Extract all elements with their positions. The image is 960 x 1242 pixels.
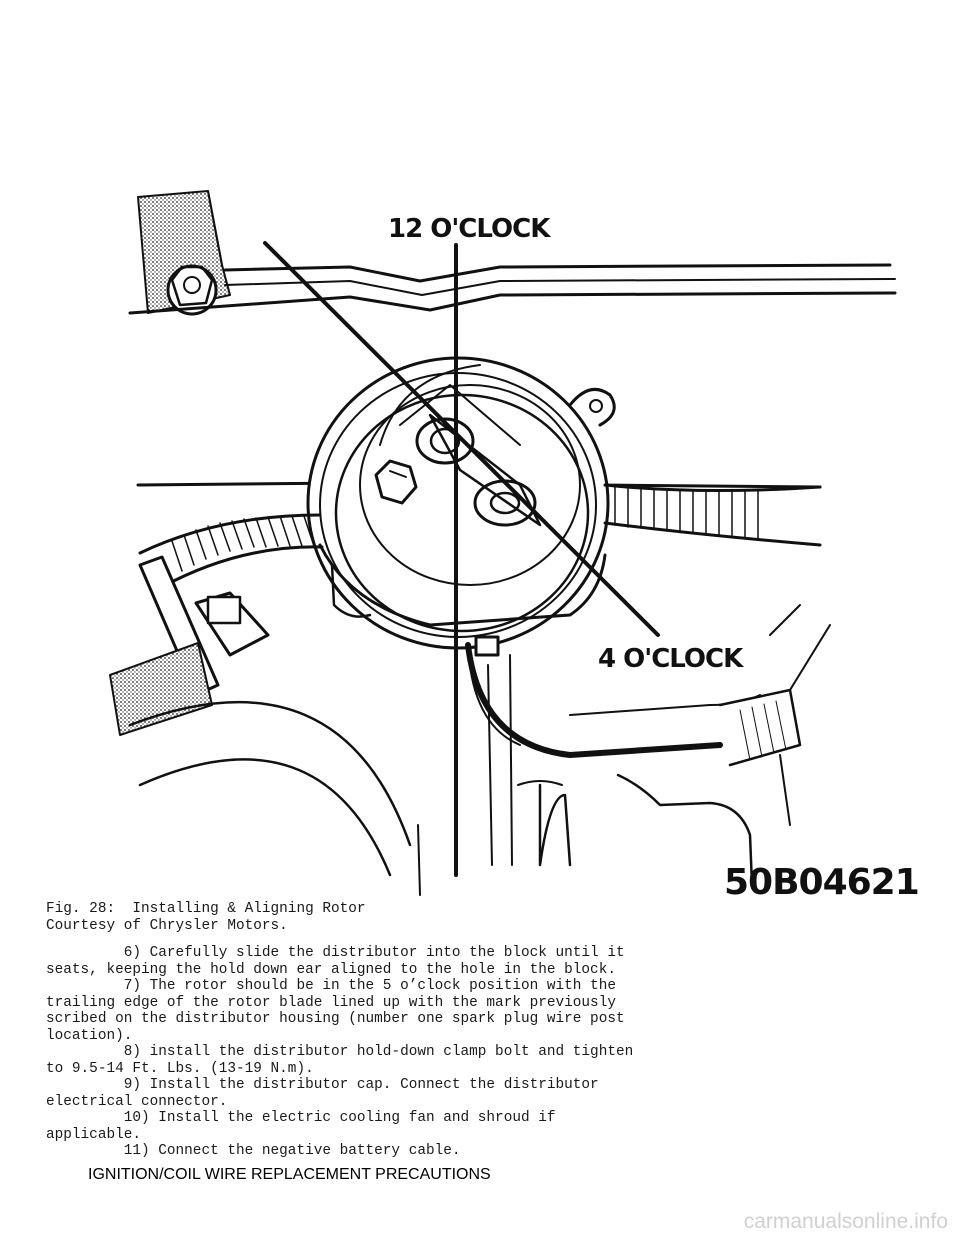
- caption-title: Fig. 28: Installing & Aligning Rotor: [46, 901, 366, 917]
- step-10: 10) Install the electric cooling fan and…: [46, 1110, 556, 1143]
- rotor-alignment-figure: 12 O'CLOCK 4 O'CLOCK: [109, 190, 897, 896]
- label-4-oclock: 4 O'CLOCK: [598, 644, 744, 674]
- label-12-oclock: 12 O'CLOCK: [388, 214, 551, 244]
- step-11: 11) Connect the negative battery cable.: [46, 1143, 461, 1159]
- figure-code: 50B04621: [724, 862, 920, 903]
- step-9: 9) Install the distributor cap. Connect …: [46, 1077, 599, 1110]
- step-7: 7) The rotor should be in the 5 o’clock …: [46, 978, 625, 1044]
- step-8: 8) install the distributor hold-down cla…: [46, 1044, 634, 1077]
- section-heading: IGNITION/COIL WIRE REPLACEMENT PRECAUTIO…: [88, 1166, 491, 1183]
- figure-caption: Fig. 28: Installing & Aligning Rotor Cou…: [46, 901, 366, 934]
- step-6: 6) Carefully slide the distributor into …: [46, 945, 625, 978]
- procedure-steps: 6) Carefully slide the distributor into …: [46, 945, 633, 1160]
- watermark: carmanualsonline.info: [743, 1210, 948, 1233]
- caption-credit: Courtesy of Chrysler Motors.: [46, 917, 288, 934]
